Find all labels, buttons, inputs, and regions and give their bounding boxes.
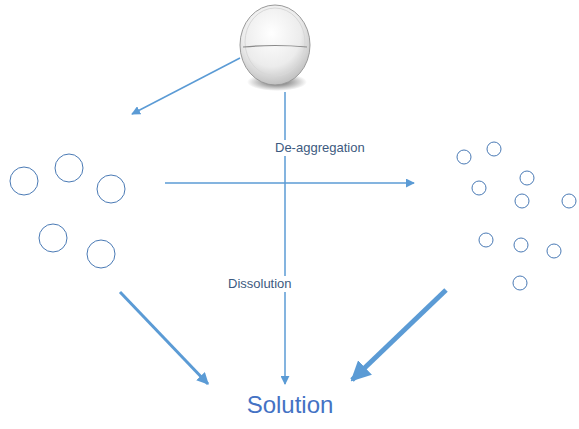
tablet — [240, 5, 310, 91]
process-label: Dissolution — [226, 276, 294, 292]
fine-particles — [457, 142, 576, 290]
result-label: Solution — [245, 391, 336, 420]
process-label: De-aggregation — [273, 140, 367, 156]
process-arrows — [120, 58, 446, 384]
granules — [10, 154, 125, 268]
